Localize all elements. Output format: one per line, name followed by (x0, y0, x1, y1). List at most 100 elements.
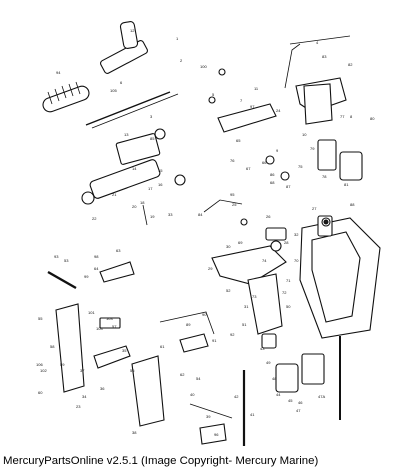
callout-label: 10 (302, 132, 307, 137)
callout-label: 91 (212, 338, 217, 343)
callout-label: 31 (244, 304, 249, 309)
callout-label: 8 (350, 114, 353, 119)
callout-label: 9 (276, 148, 279, 153)
callout-label: 7 (240, 98, 243, 103)
callout-label: 48 (272, 376, 277, 381)
callout-label: 97 (250, 104, 255, 109)
callout-label: 67 (246, 166, 251, 171)
callout-label: 87 (286, 184, 291, 189)
callout-label: 65 (236, 138, 241, 143)
roller-ribs (47, 81, 81, 105)
callout-label: 26 (266, 214, 271, 219)
callout-label: 42 (234, 394, 239, 399)
callout-label: 34 (82, 394, 87, 399)
callout-label: 85 (150, 136, 155, 141)
callout-label: 44 (276, 392, 281, 397)
callout-label: 95 (230, 192, 235, 197)
callout-label: 61 (160, 344, 165, 349)
callout-label: 63 (116, 248, 121, 253)
callout-label: 92 (230, 332, 235, 337)
callout-label: 81 (344, 182, 349, 187)
callout-label: 18 (140, 200, 145, 205)
callout-label: 45 (288, 398, 293, 403)
callout-label: 84 (198, 212, 203, 217)
callout-label: 11 (254, 86, 259, 91)
callout-label: 77 (340, 114, 345, 119)
callout-label: 35 (122, 348, 127, 353)
callout-label: 21 (112, 192, 117, 197)
callout-label: 105 (110, 88, 117, 93)
callout-label: 73 (252, 294, 257, 299)
callout-label: 71 (286, 278, 291, 283)
callout-label: 99 (84, 274, 89, 279)
callout-label: 52 (226, 288, 231, 293)
callout-label: 20 (132, 204, 137, 209)
callout-label: 56 (130, 368, 135, 373)
callout-label: 40 (190, 392, 195, 397)
callout-label: 4 (316, 40, 319, 45)
callout-label: 47 (296, 408, 301, 413)
transom-bracket (47, 261, 215, 427)
callout-label: 86 (270, 172, 275, 177)
callout-label: 22 (92, 216, 97, 221)
callout-label: 100 (200, 64, 207, 69)
callout-label: 89 (186, 322, 191, 327)
callout-label: 64 (94, 266, 99, 271)
callout-label: 93 (54, 254, 59, 259)
callout-label: 78 (322, 174, 327, 179)
callout-label: 41 (250, 412, 255, 417)
callout-label: 49 (266, 360, 271, 365)
callout-label: 23 (76, 404, 81, 409)
callout-labels: 1 2 3 4 5 6 7 8 9 10 11 12 13 14 15 16 1… (36, 28, 375, 437)
callout-label: 58 (50, 344, 55, 349)
callout-label: 14 (132, 166, 137, 171)
callout-label: 102 (40, 368, 47, 373)
callout-label: 66 (262, 160, 267, 165)
callout-label: 72 (282, 290, 287, 295)
callout-label: 62 (180, 372, 185, 377)
callout-label: 24 (276, 108, 281, 113)
callout-label: 43 (260, 346, 265, 351)
callout-label: 83 (322, 54, 327, 59)
callout-label: 76 (230, 158, 235, 163)
callout-label: 30 (226, 244, 231, 249)
callout-label: 3 (150, 114, 153, 119)
swivel-bracket-parts (208, 35, 363, 181)
callout-label: 74 (262, 258, 267, 263)
callout-label: 39 (206, 414, 211, 419)
exploded-parts-diagram: 1 2 3 4 5 6 7 8 9 10 11 12 13 14 15 16 1… (36, 21, 381, 446)
callout-label: 16 (158, 182, 163, 187)
callout-label: 15 (158, 168, 163, 173)
callout-label: 59 (60, 362, 65, 367)
callout-label: 25 (232, 202, 237, 207)
callout-label: 79 (310, 146, 315, 151)
callout-label: 2 (180, 58, 183, 63)
swivel-housing (299, 215, 381, 339)
callout-label: 6 (120, 80, 123, 85)
callout-label: 17 (148, 186, 153, 191)
callout-label: 33 (168, 212, 173, 217)
callout-label: 32 (294, 232, 299, 237)
callout-label: 106 (36, 362, 43, 367)
callout-label: 70 (294, 258, 299, 263)
callout-label: 28 (284, 240, 289, 245)
callout-label: 29 (208, 266, 213, 271)
callout-label: 19 (150, 214, 155, 219)
image-caption: MercuryPartsOnline v2.5.1 (Image Copyrig… (3, 454, 319, 467)
trim-cylinder (81, 128, 186, 226)
callout-label: 50 (286, 304, 291, 309)
callout-label: 55 (38, 316, 43, 321)
callout-label: 38 (132, 430, 137, 435)
callout-label: 101 (88, 310, 95, 315)
callout-label: 54 (196, 376, 201, 381)
callout-label: 51 (242, 322, 247, 327)
callout-label: 12 (130, 28, 135, 33)
callout-label: 80 (370, 116, 375, 121)
callout-label: 27 (312, 206, 317, 211)
callout-label: 103 (106, 316, 113, 321)
callout-label: 94 (56, 70, 61, 75)
callout-label: 57 (112, 324, 117, 329)
callout-label: 90 (202, 312, 207, 317)
callout-label: 98 (94, 254, 99, 259)
callout-label: 46 (298, 400, 303, 405)
